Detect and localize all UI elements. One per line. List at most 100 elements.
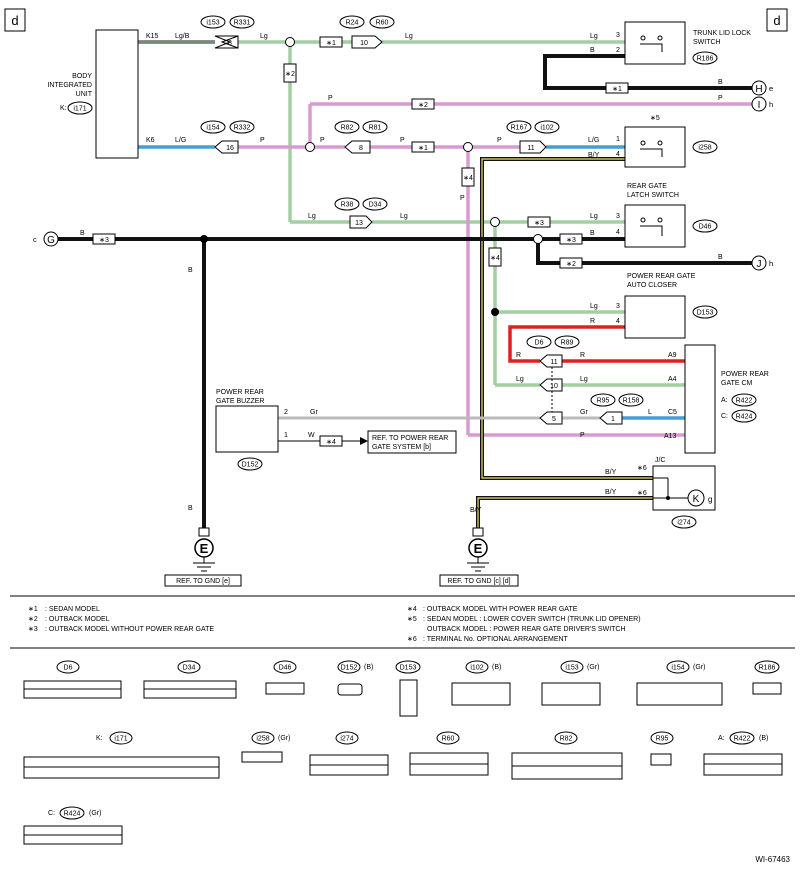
svg-text:(B): (B) [759, 735, 768, 742]
svg-text:: SEDAN MODEL : LOWER COVER SW: : SEDAN MODEL : LOWER COVER SWITCH (TRUN… [423, 616, 641, 623]
svg-text:B: B [718, 79, 723, 86]
svg-text:i102: i102 [470, 665, 483, 672]
wire-lg-top [238, 40, 685, 387]
svg-text:LATCH SWITCH: LATCH SWITCH [627, 192, 679, 199]
svg-text:∗2: ∗2 [566, 261, 576, 268]
conn-r95-r158: 1 R95 R158 [590, 393, 644, 425]
svg-text:D46: D46 [279, 665, 292, 672]
svg-text:Lg: Lg [590, 33, 598, 40]
svg-text:i153: i153 [565, 665, 578, 672]
svg-text:P: P [320, 137, 325, 144]
svg-text:Lg/B: Lg/B [175, 33, 190, 40]
svg-text:P: P [460, 195, 465, 202]
svg-text:R82: R82 [341, 125, 354, 132]
svg-text:D152: D152 [242, 462, 259, 469]
svg-text:K:: K: [60, 105, 67, 112]
body-integrated-unit: BODY INTEGRATED UNIT K: i171 K15 K6 [47, 29, 159, 159]
svg-text:Lg: Lg [590, 303, 598, 310]
svg-text:∗4: ∗4 [407, 606, 417, 613]
joint-connector: J/C ∗6 ∗6 K g i274 [637, 457, 716, 529]
svg-text:∗3: ∗3 [534, 220, 544, 227]
svg-text:B/Y: B/Y [605, 469, 617, 476]
svg-text:Lg: Lg [590, 213, 598, 220]
svg-text:I: I [758, 100, 761, 111]
svg-text:D46: D46 [699, 224, 712, 231]
svg-text:OUTBACK MODEL : POWER REAR GA: OUTBACK MODEL : POWER REAR GATE DRIVER'S… [427, 626, 626, 633]
svg-text:g: g [708, 495, 712, 504]
svg-text:G: G [47, 235, 55, 246]
svg-text:R89: R89 [561, 340, 574, 347]
svg-text:∗2: ∗2 [28, 616, 38, 623]
svg-text:P: P [580, 432, 585, 439]
svg-text:R60: R60 [442, 736, 455, 743]
svg-text:i102: i102 [540, 125, 553, 132]
svg-text:B: B [590, 230, 595, 237]
svg-text:INTEGRATED: INTEGRATED [47, 82, 92, 89]
svg-text:∗3: ∗3 [28, 626, 38, 633]
corner-tag-right: d [766, 8, 788, 32]
svg-text:13: 13 [355, 220, 363, 227]
svg-text:R422: R422 [736, 398, 753, 405]
svg-text:∗1: ∗1 [28, 606, 38, 613]
conn-i153-r331: 8 i153 R331 [200, 15, 255, 49]
svg-text:8: 8 [359, 145, 363, 152]
svg-text:∗4: ∗4 [490, 255, 500, 262]
figure-id: WI-67463 [755, 855, 790, 864]
svg-text:Lg: Lg [260, 33, 268, 40]
svg-text:P: P [400, 137, 405, 144]
svg-text:W: W [308, 432, 315, 439]
svg-text:REF. TO GND [e]: REF. TO GND [e] [176, 578, 230, 585]
svg-text:B: B [590, 47, 595, 54]
svg-text:R60: R60 [376, 20, 389, 27]
end-h-e: H e [751, 80, 773, 96]
svg-text:B: B [80, 230, 85, 237]
end-i-h: I h [751, 96, 773, 112]
svg-text:Lg: Lg [405, 33, 413, 40]
svg-text:K15: K15 [146, 33, 159, 40]
svg-text:(Gr): (Gr) [587, 664, 599, 671]
svg-text:P: P [718, 95, 723, 102]
notes: ∗1: SEDAN MODEL ∗2: OUTBACK MODEL ∗3: OU… [28, 606, 641, 643]
conn-d6-r89: 11 10 5 D6 R89 [526, 335, 580, 425]
svg-text:GATE CM: GATE CM [721, 380, 753, 387]
svg-text:POWER REAR: POWER REAR [216, 389, 264, 396]
ref-power-rear-gate-system: REF. TO POWER REAR GATE SYSTEM [b] [367, 430, 457, 454]
svg-text:K: K [693, 494, 700, 505]
svg-text:R331: R331 [234, 20, 251, 27]
svg-text:R95: R95 [656, 736, 669, 743]
svg-text:∗2: ∗2 [285, 71, 295, 78]
svg-text:3: 3 [616, 32, 620, 39]
svg-text:1: 1 [284, 432, 288, 439]
svg-text:c: c [33, 235, 37, 244]
svg-text:B: B [718, 254, 723, 261]
svg-text:SWITCH: SWITCH [693, 39, 721, 46]
svg-text:d: d [11, 13, 18, 28]
svg-text:POWER REAR GATE: POWER REAR GATE [627, 273, 696, 280]
power-rear-gate-auto-closer: POWER REAR GATE AUTO CLOSER D153 3 4 [616, 273, 718, 339]
svg-text:AUTO CLOSER: AUTO CLOSER [627, 282, 677, 289]
svg-text:Lg: Lg [400, 213, 408, 220]
svg-text:1: 1 [611, 416, 615, 423]
svg-text:11: 11 [527, 145, 534, 152]
svg-text:E: E [474, 541, 483, 556]
svg-text:D6: D6 [535, 340, 544, 347]
svg-text:∗4: ∗4 [326, 439, 336, 446]
svg-text:∗1: ∗1 [612, 86, 622, 93]
svg-text:A:: A: [721, 397, 728, 404]
svg-text:P: P [260, 137, 265, 144]
svg-text:R38: R38 [341, 202, 354, 209]
svg-text:C:: C: [721, 413, 728, 420]
svg-text:REF. TO POWER REAR: REF. TO POWER REAR [372, 435, 448, 442]
svg-text:Gr: Gr [310, 409, 318, 416]
svg-text:R186: R186 [697, 56, 714, 63]
svg-text:R424: R424 [64, 811, 81, 818]
svg-text:(B): (B) [364, 664, 373, 671]
svg-text:∗6: ∗6 [637, 490, 647, 497]
svg-text:REF. TO GND [c] [d]: REF. TO GND [c] [d] [447, 578, 510, 585]
svg-text:i258: i258 [698, 145, 711, 152]
svg-text:L/G: L/G [175, 137, 186, 144]
svg-text:e: e [769, 84, 773, 93]
svg-text:: SEDAN MODEL: : SEDAN MODEL [45, 606, 100, 613]
svg-text:2: 2 [284, 409, 288, 416]
